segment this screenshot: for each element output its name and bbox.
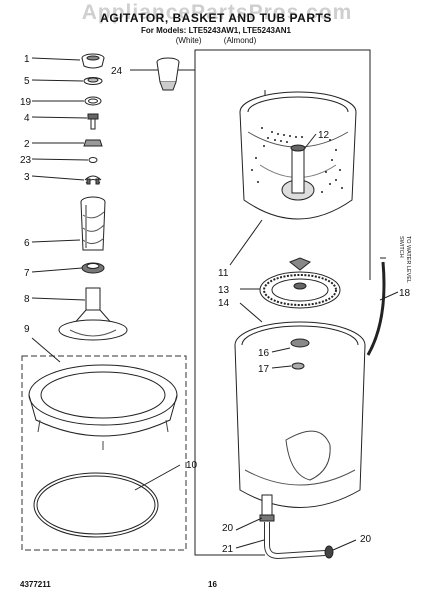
callout-5: 5: [24, 76, 30, 87]
callout-2: 2: [24, 139, 30, 150]
callout-17: 17: [258, 364, 270, 375]
part-gear-13: [259, 257, 341, 309]
callout-13: 13: [218, 285, 230, 296]
part-cam-7: [81, 262, 105, 274]
color-variants: (White) (Almond): [0, 36, 432, 45]
watermark: AppliancePartsPros.com: [81, 1, 353, 24]
callout-10: 10: [186, 460, 198, 471]
part-clip-3: [84, 175, 102, 185]
callout-16: 16: [258, 348, 270, 359]
callout-7: 7: [24, 268, 30, 279]
page-number: 16: [208, 580, 217, 589]
variant-almond: (Almond): [223, 36, 257, 45]
callout-9: 9: [24, 324, 30, 335]
diagram-title: AGITATOR, BASKET AND TUB PARTS: [100, 11, 332, 25]
model-numbers: For Models: LTE5243AW1, LTE5243AN1: [141, 26, 291, 35]
callout-12: 12: [318, 130, 330, 141]
callout-3: 3: [24, 172, 30, 183]
variant-white: (White): [175, 36, 202, 45]
switch-label-line-2: SWITCH: [398, 236, 404, 258]
part-tub-ring-9: [28, 364, 178, 450]
part-number: 4377211: [20, 580, 51, 589]
part-level-hose-18: [366, 257, 386, 356]
part-seal-ring-10: [33, 472, 159, 538]
part-agitator-cap: [81, 53, 105, 69]
callout-1: 1: [24, 54, 30, 65]
part-washer-23: [88, 157, 98, 163]
part-tub-14: [234, 321, 366, 508]
callout-20-lower: 20: [360, 534, 372, 545]
part-drain-hose-21: [259, 494, 334, 560]
callout-21: 21: [222, 544, 234, 555]
callout-19: 19: [20, 97, 32, 108]
callout-11: 11: [218, 268, 229, 279]
callout-23: 23: [20, 155, 32, 166]
basket-perforations: [251, 127, 343, 193]
part-seal-19: [84, 96, 102, 106]
callout-20-upper: 20: [222, 523, 234, 534]
switch-label-line-1: TO WATER LEVEL: [405, 236, 411, 283]
callout-8: 8: [24, 294, 30, 305]
part-auger-6: [80, 196, 106, 251]
callout-6: 6: [24, 238, 30, 249]
part-basket-11: [239, 91, 357, 220]
callout-24: 24: [111, 66, 123, 77]
part-bushing-24: [156, 57, 180, 91]
part-agitator-base-8: [58, 287, 128, 341]
part-ring-5: [83, 77, 103, 85]
callout-14: 14: [218, 298, 230, 309]
callout-4: 4: [24, 113, 30, 124]
part-bolt-4: [87, 113, 99, 130]
part-nut-2: [83, 139, 103, 147]
callout-18: 18: [399, 288, 411, 299]
